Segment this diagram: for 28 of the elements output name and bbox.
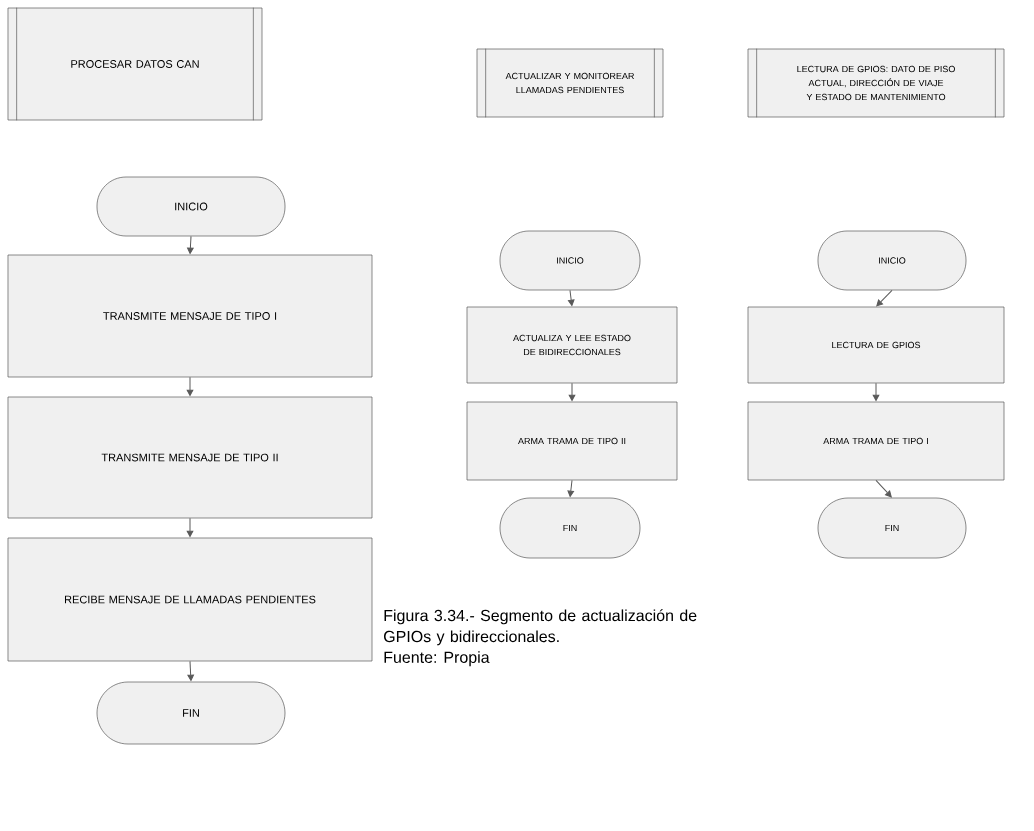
process-box: TRANSMITE MENSAJE DE TIPO II: [7, 396, 373, 519]
terminator: FIN: [817, 497, 967, 559]
process-box: TRANSMITE MENSAJE DE TIPO I: [7, 254, 373, 378]
process-box: LECTURA DE GPIOS: [747, 306, 1005, 384]
arrow: [568, 382, 576, 402]
terminator: INICIO: [96, 176, 286, 237]
arrow: [875, 479, 892, 498]
terminator: INICIO: [817, 230, 967, 291]
predefined-process-box: PROCESAR DATOS CAN: [7, 7, 263, 121]
source-note: Fuente: Propia: [384, 651, 490, 667]
arrow: [187, 660, 194, 682]
process-box: ARMA TRAMA DE TIPO I: [747, 401, 1005, 481]
terminator: FIN: [499, 497, 641, 559]
arrow: [567, 289, 575, 307]
arrow: [872, 382, 880, 402]
terminator: FIN: [96, 681, 286, 745]
caption: Figura 3.34.- Segmento de actualización de GPIOs y bidireccionales.: [384, 609, 697, 646]
terminator: INICIO: [499, 230, 641, 291]
arrow: [186, 517, 194, 538]
predefined-process-box: LECTURA DE GPIOS: DATO DE PISO ACTUAL, DIRECCIÓN DE VIAJE Y ESTADO DE MANTENIMIENTO: [747, 48, 1005, 118]
process-box: ACTUALIZA Y LEE ESTADO DE BIDIRECCIONALES: [466, 306, 678, 384]
arrow: [567, 479, 575, 498]
arrow: [187, 235, 194, 255]
arrow: [876, 289, 893, 307]
arrow: [186, 376, 194, 397]
predefined-process-box: ACTUALIZAR Y MONITOREAR LLAMADAS PENDIENTES: [476, 48, 664, 118]
process-box: ARMA TRAMA DE TIPO II: [466, 401, 678, 481]
process-box: RECIBE MENSAJE DE LLAMADAS PENDIENTES: [7, 537, 373, 662]
